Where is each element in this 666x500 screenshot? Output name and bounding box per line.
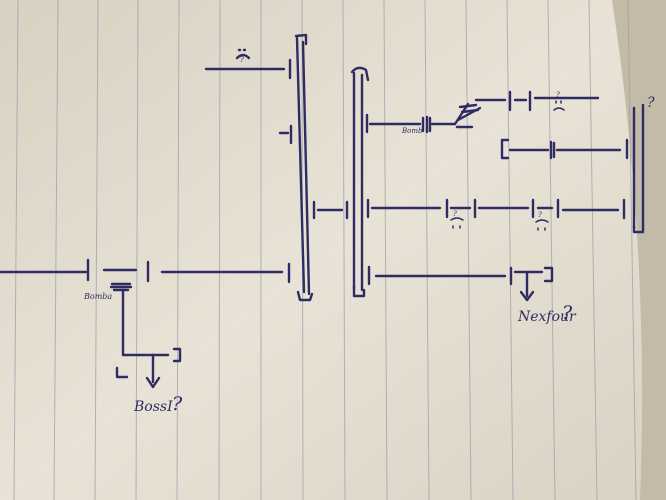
- boss-one-label: BossI: [134, 399, 173, 415]
- right-edge-question-mark: ?: [647, 95, 655, 111]
- left-vertical-hall: [294, 33, 314, 302]
- paper-edge-shadow: [612, 0, 666, 500]
- nexfour-label: Nexfour: [518, 309, 576, 325]
- ruled-lines: [13, 0, 637, 500]
- upper-right-wing: [365, 90, 600, 134]
- middle-vertical-hall: [350, 66, 370, 298]
- bomba-lock-label: Bomba: [84, 292, 113, 301]
- middle-marker-a: ?: [453, 210, 457, 218]
- locked-side-passage: [500, 138, 629, 160]
- middle-marker-b: ?: [538, 211, 542, 219]
- top-right-marker: ?: [556, 91, 560, 99]
- top-left-marker: ?: [240, 56, 244, 64]
- nexfour-branch: [367, 265, 554, 302]
- right-edge-corridor: [632, 103, 645, 234]
- boss-branch: [109, 282, 182, 389]
- boss-question-mark: ?: [172, 393, 183, 415]
- left-hall-entries: [204, 48, 293, 145]
- middle-east-corridor: [366, 198, 626, 231]
- entry-corridor: [0, 258, 291, 284]
- nexfour-question-mark: ?: [562, 302, 573, 324]
- hall-connector: [312, 200, 349, 220]
- bomb-door-label: Bomb: [402, 127, 423, 135]
